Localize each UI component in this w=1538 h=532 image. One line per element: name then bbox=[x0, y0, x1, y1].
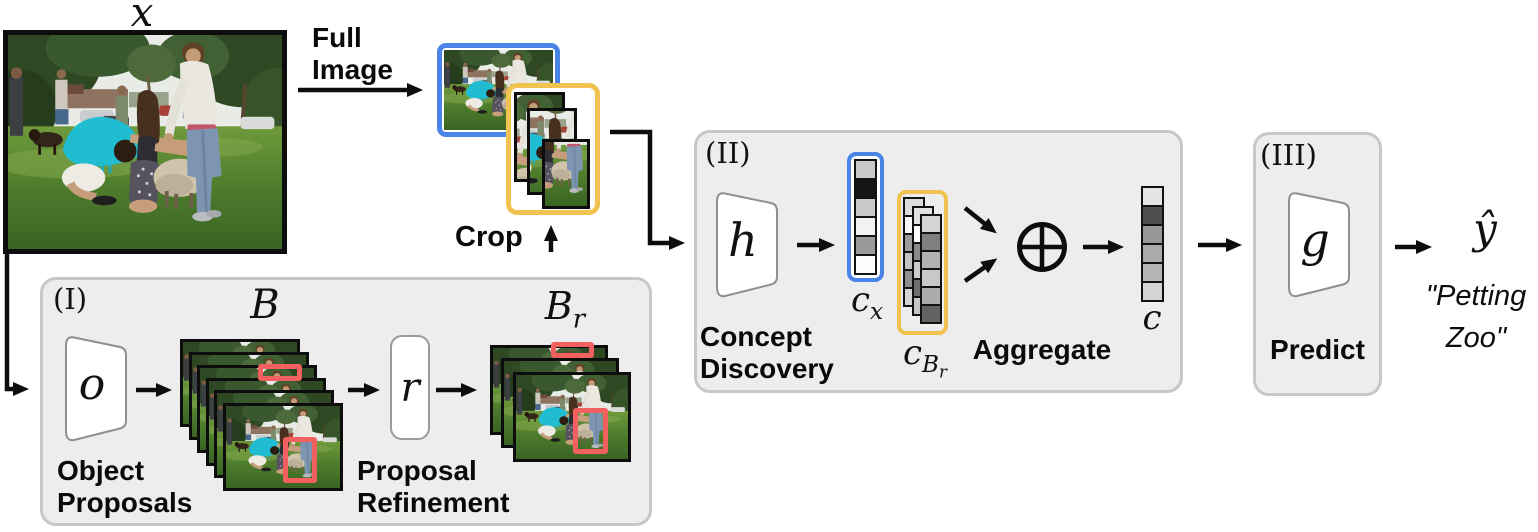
concept-cell bbox=[854, 159, 877, 180]
input-label: x bbox=[130, 0, 154, 36]
concept-cell bbox=[1141, 281, 1164, 302]
refined-image-layer-front bbox=[513, 372, 631, 462]
concept-cell bbox=[1141, 224, 1164, 245]
cbr-label-sub: B bbox=[922, 351, 940, 378]
proposal-refinement-caption-line1: Proposal bbox=[357, 455, 477, 486]
crop-concept-vectors-frame bbox=[897, 190, 948, 335]
object-proposer-symbol: o bbox=[78, 358, 106, 410]
full-image-label-line1: Full bbox=[312, 22, 362, 53]
x-to-stage1-elbow-arrow bbox=[4, 254, 29, 396]
proposal-refiner-module: r bbox=[390, 335, 430, 440]
cx-label-base: c bbox=[850, 280, 870, 320]
refined-label-base: B bbox=[544, 284, 573, 328]
crop-concept-vector-front bbox=[920, 214, 942, 324]
cbr-label-subsub: r bbox=[939, 362, 947, 382]
proposal-refinement-caption: Proposal Refinement bbox=[357, 455, 509, 519]
proposals-label: B bbox=[250, 282, 280, 328]
concept-encoder-module: h bbox=[711, 183, 781, 305]
proposal-bounding-box bbox=[283, 437, 317, 483]
crop-label: Crop bbox=[455, 221, 523, 253]
concept-cell bbox=[854, 254, 877, 275]
full-image-label: Full Image bbox=[312, 22, 393, 86]
concept-cell bbox=[854, 235, 877, 256]
concept-discovery-caption-line1: Concept bbox=[700, 321, 812, 352]
cbr-label-base: c bbox=[903, 333, 923, 373]
crop-thumbnail-3 bbox=[542, 139, 590, 209]
refined-proposals-label: Br bbox=[515, 284, 615, 335]
full-image-concept-vector-frame bbox=[847, 152, 884, 282]
prediction-symbol: ŷ bbox=[1473, 204, 1497, 253]
full-image-label-line2: Image bbox=[312, 54, 393, 85]
refined-bounding-box bbox=[551, 342, 594, 358]
c-label: c bbox=[1142, 298, 1162, 338]
stage3-tag: (III) bbox=[1260, 138, 1317, 172]
object-proposals-caption-line1: Object bbox=[57, 455, 145, 486]
object-proposals-caption: Object Proposals bbox=[57, 455, 192, 519]
prediction-text-line1: "Petting bbox=[1425, 280, 1527, 312]
concept-cell bbox=[1141, 262, 1164, 283]
cx-label: cx bbox=[827, 280, 907, 325]
predictor-symbol: g bbox=[1300, 213, 1330, 267]
proposal-refiner-symbol: r bbox=[400, 364, 420, 411]
aggregated-concept-vector bbox=[1141, 186, 1164, 302]
stage2-tag: (II) bbox=[705, 136, 751, 170]
object-proposer-module: o bbox=[60, 327, 130, 449]
refined-bounding-box bbox=[573, 408, 608, 454]
concept-discovery-caption: Concept Discovery bbox=[700, 321, 834, 385]
object-proposals-caption-line2: Proposals bbox=[57, 487, 193, 518]
full-image-concept-vector bbox=[854, 159, 877, 275]
concept-cell bbox=[854, 216, 877, 237]
concept-cell bbox=[1141, 243, 1164, 264]
proposal-bounding-box bbox=[258, 364, 302, 381]
cx-label-sub: x bbox=[870, 298, 884, 325]
concept-cell bbox=[854, 197, 877, 218]
concept-cell bbox=[920, 304, 942, 324]
aggregate-label: Aggregate bbox=[972, 334, 1112, 365]
stage1-tag: (I) bbox=[53, 282, 88, 316]
prediction-text-line2: Zoo" bbox=[1445, 322, 1507, 354]
concept-discovery-caption-line2: Discovery bbox=[700, 353, 834, 384]
concept-cell bbox=[1141, 205, 1164, 226]
cbr-label: cBr bbox=[880, 333, 970, 381]
input-image bbox=[3, 30, 287, 254]
prediction-text: "Petting Zoo" bbox=[1400, 275, 1538, 359]
predict-caption: Predict bbox=[1270, 334, 1365, 365]
crops-to-stage2-elbow-arrow bbox=[610, 129, 685, 250]
concept-cell bbox=[854, 178, 877, 199]
concept-encoder-symbol: h bbox=[728, 213, 758, 267]
refined-label-sub: r bbox=[572, 304, 586, 335]
predictor-module: g bbox=[1283, 183, 1353, 305]
concept-cell bbox=[1141, 186, 1164, 207]
proposal-refinement-caption-line2: Refinement bbox=[357, 487, 510, 518]
